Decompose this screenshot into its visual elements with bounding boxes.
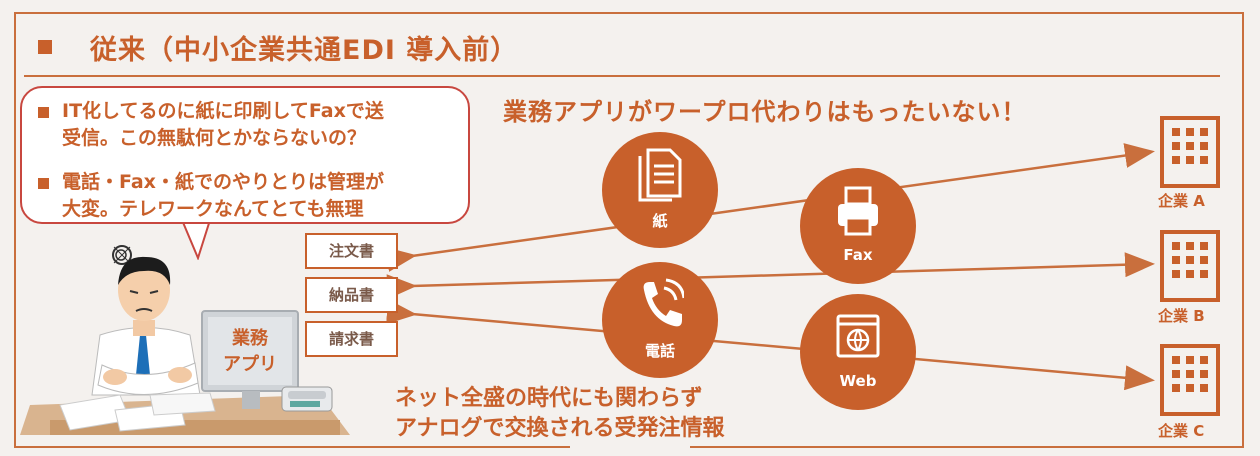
company-b-label: 企業 B <box>1158 307 1205 325</box>
bottom-caption-line-2: アナログで交換される受発注情報 <box>395 416 725 441</box>
fax-icon <box>838 186 878 236</box>
building-icon <box>1160 230 1220 302</box>
channel-phone: 電話 <box>602 262 718 378</box>
building-icon <box>1160 344 1220 416</box>
channel-paper: 紙 <box>602 132 718 248</box>
bottom-caption-line-1: ネット全盛の時代にも関わらず <box>395 386 703 411</box>
office-worker-illustration <box>20 245 350 435</box>
speech-bubble <box>20 86 470 224</box>
channel-label: 紙 <box>652 212 668 230</box>
arrow-to-company-c <box>385 299 1155 391</box>
title-divider <box>24 75 1220 77</box>
headline: 業務アプリがワープロ代わりはもったいない！ <box>503 98 1027 126</box>
computer-label-line-2: アプリ <box>223 354 277 375</box>
title-marker <box>38 40 52 54</box>
computer-label-line-1: 業務 <box>232 328 268 349</box>
document-delivery-note: 納品書 <box>305 277 398 313</box>
bullet-marker <box>38 178 49 189</box>
bullet-1-line-1: IT化してるのに紙に印刷してFaxで送 <box>62 100 384 122</box>
bullet-marker <box>38 107 49 118</box>
bullet-2-line-1: 電話・Fax・紙でのやりとりは管理が <box>62 171 384 193</box>
channel-label: 電話 <box>644 342 675 360</box>
web-icon <box>836 314 880 358</box>
company-a-label: 企業 A <box>1158 192 1205 210</box>
document-invoice: 請求書 <box>305 321 398 357</box>
bottom-border-right <box>690 446 1244 448</box>
bullet-2-line-2: 大変。テレワークなんてとても無理 <box>62 198 364 220</box>
arrow-to-company-b <box>386 252 1155 300</box>
channel-label: Fax <box>843 246 873 264</box>
diagram-frame <box>14 12 1244 448</box>
building-icon <box>1160 116 1220 188</box>
frustration-scribble-icon <box>112 245 132 265</box>
bottom-border-left <box>14 446 570 448</box>
phone-icon <box>643 278 684 327</box>
document-icon <box>638 148 682 202</box>
channel-label: Web <box>839 372 877 390</box>
channel-fax: Fax <box>800 168 916 284</box>
channel-web: Web <box>800 294 916 410</box>
document-order-form: 注文書 <box>305 233 398 269</box>
bullet-1-line-2: 受信。この無駄何とかならないの？ <box>62 127 367 149</box>
page-title: 従来（中小企業共通EDI 導入前） <box>90 35 519 66</box>
bottom-caption: ネット全盛の時代にも関わらず アナログで交換される受発注情報 <box>395 384 725 444</box>
computer-screen-label: 業務 アプリ <box>202 326 298 378</box>
company-c-label: 企業 C <box>1158 422 1205 440</box>
arrow-to-company-a <box>385 143 1155 272</box>
